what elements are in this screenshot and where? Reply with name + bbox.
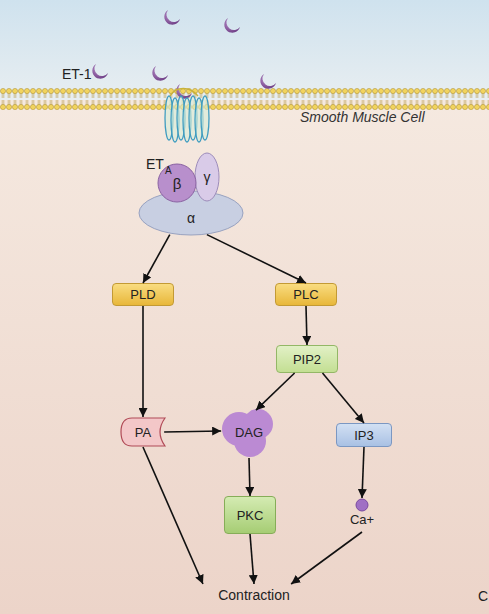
arrow-connector	[142, 306, 144, 417]
alpha-subunit: α	[138, 190, 244, 236]
outcome-text: Contraction	[196, 584, 312, 606]
lipid-bilayer	[0, 88, 489, 110]
process-box: PIP2	[276, 345, 338, 373]
et1-molecules	[92, 10, 276, 99]
receptor-label: ET	[146, 156, 164, 172]
node-label: PLC	[293, 287, 318, 302]
arrow-connector	[249, 458, 250, 496]
arrow-connector	[143, 235, 170, 283]
node-label: DAG	[235, 425, 263, 440]
node-label: Ca+	[350, 512, 374, 527]
arrow-connector	[250, 534, 254, 584]
arrow-connector	[256, 373, 295, 410]
ligand-label: ET-1	[62, 66, 92, 82]
arrow-connector	[164, 431, 221, 432]
gamma-subunit: γ	[194, 152, 220, 202]
arrow-connector	[306, 306, 307, 345]
process-box: PLD	[112, 283, 174, 306]
node-label: PA	[135, 425, 151, 440]
receptor-subscript: A	[165, 165, 172, 176]
cut-off-letter: C	[478, 588, 488, 604]
lipid-blob: DAG	[220, 406, 278, 458]
arrow-connector	[291, 532, 362, 584]
node-label: PIP2	[293, 352, 321, 367]
node-label: PKC	[237, 508, 264, 523]
arrow-connector	[143, 447, 203, 584]
kinase-box: PKC	[224, 496, 276, 534]
arrow-connector	[362, 447, 364, 498]
node-label: α	[187, 210, 195, 226]
cytoplasm	[0, 100, 489, 614]
extracellular-space	[0, 0, 489, 100]
node-label: PLD	[130, 287, 155, 302]
ion-dot	[355, 498, 369, 512]
ion-node: Ca+	[344, 498, 380, 532]
node-label: IP3	[354, 428, 374, 443]
receptor-helices	[165, 89, 209, 143]
node-label: β	[173, 175, 182, 192]
arrow-connector	[323, 373, 365, 423]
lipid-shape: PA	[120, 417, 166, 447]
cell-label: Smooth Muscle Cell	[300, 109, 425, 125]
node-label: γ	[204, 169, 211, 185]
arrow-connector	[207, 235, 306, 283]
process-box: PLC	[275, 283, 337, 306]
process-box: IP3	[336, 423, 392, 447]
node-label: Contraction	[218, 587, 290, 603]
